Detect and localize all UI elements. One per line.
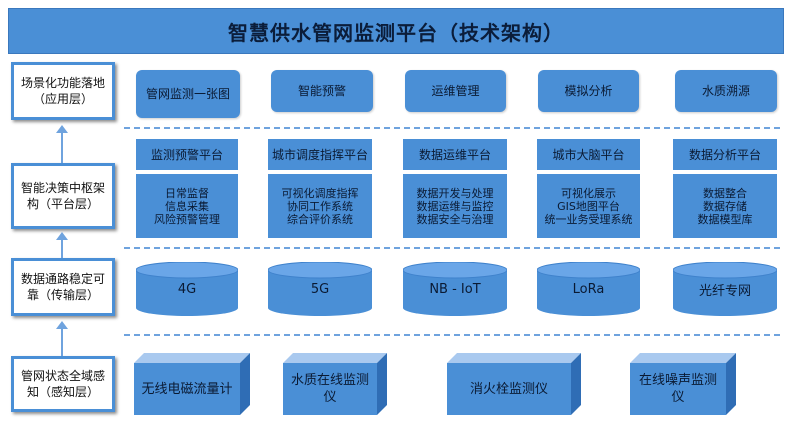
app-box-simulation: 模拟分析: [538, 70, 639, 112]
platform-items: 可视化展示 GIS地图平台 统一业务受理系统: [537, 174, 640, 238]
app-box-network-map: 管网监测一张图: [136, 70, 240, 118]
cube-shape: [134, 353, 250, 415]
app-box-operations: 运维管理: [405, 70, 506, 112]
cube-shape: [630, 353, 736, 415]
transport-label: 4G: [177, 281, 197, 297]
layer-label-transport: 数据通路稳定可靠（传输层）: [11, 258, 115, 316]
layer-label-platform: 智能决策中枢架构（平台层）: [11, 163, 115, 229]
device-label: 在线噪声监测仪: [630, 363, 726, 415]
platform-title: 城市调度指挥平台: [268, 139, 372, 170]
transport-cylinder-5g: 5G: [267, 261, 373, 317]
layer-label-application: 场景化功能落地（应用层）: [11, 62, 115, 120]
device-label: 水质在线监测仪: [283, 363, 377, 415]
device-label: 消火栓监测仪: [447, 363, 571, 415]
platform-items: 可视化调度指挥 协同工作系统 综合评价系统: [268, 174, 372, 238]
layer-separator: [124, 334, 780, 336]
transport-cylinder-4g: 4G: [135, 261, 239, 317]
platform-title: 监测预警平台: [136, 139, 238, 170]
layer-separator: [124, 127, 780, 129]
transport-label: 5G: [310, 281, 330, 297]
device-box-noise: 在线噪声监测仪: [630, 353, 736, 415]
arrow-line: [61, 329, 63, 356]
transport-cylinder-fiber: 光纤专网: [672, 261, 778, 317]
transport-cylinder-nbiot: NB - IoT: [402, 261, 508, 317]
app-box-smart-alert: 智能预警: [271, 70, 373, 112]
app-box-water-tracing: 水质溯源: [675, 70, 777, 112]
platform-items: 日常监督 信息采集 风险预警管理: [136, 174, 238, 238]
arrow-up-icon: [56, 125, 68, 133]
platform-items: 数据整合 数据存储 数据模型库: [673, 174, 777, 238]
arrow-line: [61, 133, 63, 163]
platform-items: 数据开发与处理 数据运维与监控 数据安全与治理: [403, 174, 507, 238]
platform-title: 城市大脑平台: [537, 139, 640, 170]
layer-label-perception: 管网状态全域感知（感知层）: [11, 356, 115, 412]
cylinder-shape: [536, 261, 641, 316]
cylinder-shape: [267, 261, 373, 316]
transport-label: 光纤专网: [698, 283, 751, 299]
cube-shape: [447, 353, 581, 415]
arrow-up-icon: [56, 321, 68, 329]
transport-label: LoRa: [572, 281, 605, 297]
transport-label: NB - IoT: [429, 281, 481, 297]
platform-title: 数据运维平台: [403, 139, 507, 170]
layer-separator: [124, 247, 780, 249]
device-box-hydrant: 消火栓监测仪: [447, 353, 581, 415]
device-box-water-quality: 水质在线监测仪: [283, 353, 387, 415]
page-title: 智慧供水管网监测平台（技术架构）: [8, 8, 784, 54]
cylinder-shape: [402, 261, 508, 316]
device-label: 无线电磁流量计: [134, 363, 240, 415]
device-box-flowmeter: 无线电磁流量计: [134, 353, 250, 415]
transport-cylinder-lora: LoRa: [536, 261, 641, 317]
arrow-up-icon: [56, 232, 68, 240]
cylinder-shape: [672, 261, 778, 316]
platform-title: 数据分析平台: [673, 139, 777, 170]
arrow-line: [61, 240, 63, 258]
cylinder-shape: [135, 261, 239, 316]
cube-shape: [283, 353, 387, 415]
